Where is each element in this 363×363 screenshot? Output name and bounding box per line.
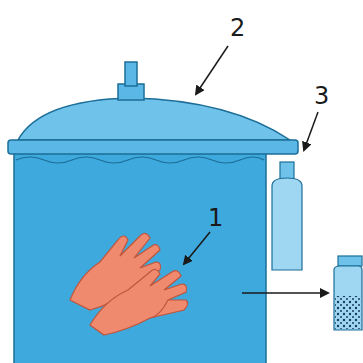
water-surface	[16, 157, 264, 163]
bottle	[272, 162, 302, 270]
pot-lid	[18, 98, 290, 140]
transfer-arrow	[242, 292, 328, 294]
pot-body	[14, 150, 266, 363]
valve-stem	[125, 62, 137, 86]
lid-rim	[8, 140, 298, 154]
gloves	[70, 233, 188, 335]
leader-arrow	[184, 232, 210, 264]
leader-arrow	[304, 112, 318, 150]
leader-arrow	[196, 46, 228, 94]
callout-number: 1	[208, 206, 223, 230]
callout-number: 2	[230, 16, 245, 40]
jar	[334, 256, 362, 330]
callout-number: 3	[314, 84, 329, 108]
